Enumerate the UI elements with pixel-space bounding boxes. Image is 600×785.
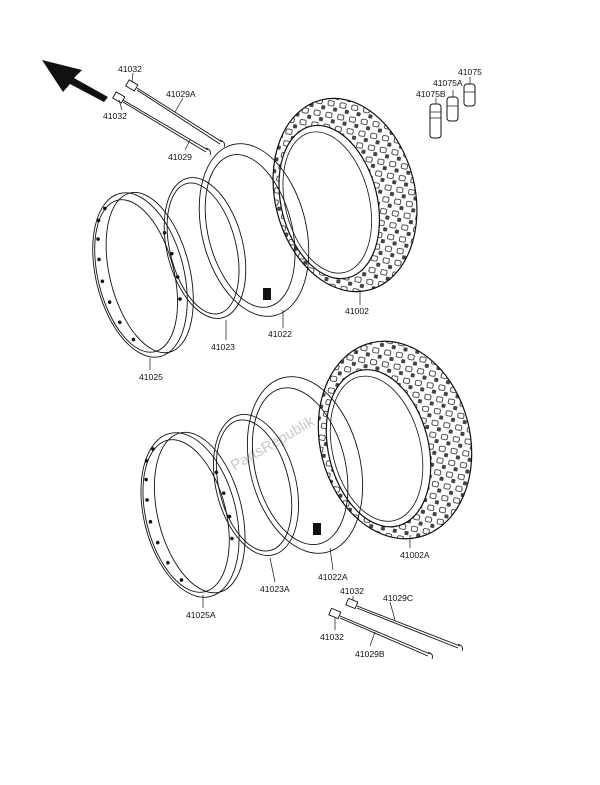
label-41025A: 41025A: [186, 610, 216, 620]
label-41032-bottom-left: 41032: [320, 632, 344, 642]
tire-41002A: [317, 340, 473, 540]
nipple-41032-left: [112, 91, 126, 104]
spoke-41029A: [136, 87, 225, 148]
tube-41022: [198, 143, 310, 317]
leader-lines-top: [118, 72, 361, 370]
valve-41022A: [313, 523, 321, 535]
rim-41025: [92, 191, 194, 358]
label-41075A: 41075A: [433, 78, 463, 88]
label-41023: 41023: [211, 342, 235, 352]
rim-band-41023: [163, 177, 247, 319]
valve-41022: [263, 288, 271, 300]
spoke-41029B: [339, 615, 433, 660]
rim-band-41023A: [213, 414, 299, 556]
label-41075: 41075: [458, 67, 482, 77]
front-arrow-icon: [42, 60, 108, 102]
spoke-41029C: [356, 605, 463, 652]
tire-41002: [272, 97, 418, 293]
valve-cap-41075B: [429, 103, 442, 139]
label-41022: 41022: [268, 329, 292, 339]
valve-cap-41075: [463, 83, 476, 107]
label-41002A: 41002A: [400, 550, 430, 560]
nipple-41032-top: [125, 79, 139, 92]
leader-lines-bottom: [202, 535, 411, 647]
label-41029: 41029: [168, 152, 192, 162]
label-41022A: 41022A: [318, 572, 348, 582]
label-41023A: 41023A: [260, 584, 290, 594]
label-41029A: 41029A: [166, 89, 196, 99]
label-41029B: 41029B: [355, 649, 385, 659]
rim-41025A: [140, 431, 246, 598]
label-41025: 41025: [139, 372, 163, 382]
label-41032-top: 41032: [118, 64, 142, 74]
nipple-41032-bottom-left: [328, 607, 342, 620]
spoke-41029: [122, 99, 211, 156]
watermark-text: PartsRepublik: [228, 413, 318, 475]
label-41032-left: 41032: [103, 111, 127, 121]
tube-41022A: [246, 376, 364, 554]
nipple-41032-bottom-top: [345, 597, 359, 610]
label-41075B: 41075B: [416, 89, 446, 99]
label-41032-bottom-top: 41032: [340, 586, 364, 596]
label-41002: 41002: [345, 306, 369, 316]
valve-cap-41075A: [446, 96, 459, 122]
label-41029C: 41029C: [383, 593, 413, 603]
